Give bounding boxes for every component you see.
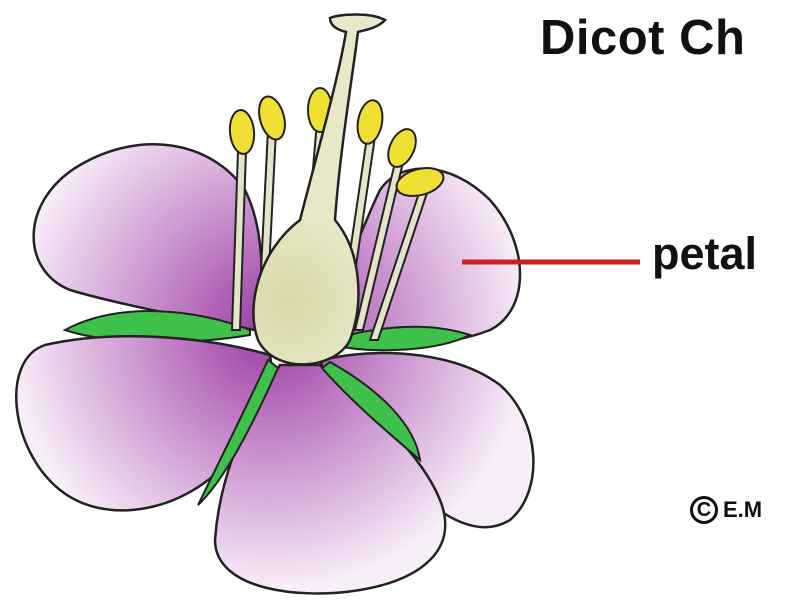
petal-label: petal xyxy=(652,228,757,280)
credit-text: E.M xyxy=(723,497,762,523)
diagram-title: Dicot Ch xyxy=(540,10,745,66)
petal-back-left xyxy=(34,144,262,330)
copyright-credit: C E.M xyxy=(690,496,762,524)
copyright-icon: C xyxy=(690,496,718,524)
